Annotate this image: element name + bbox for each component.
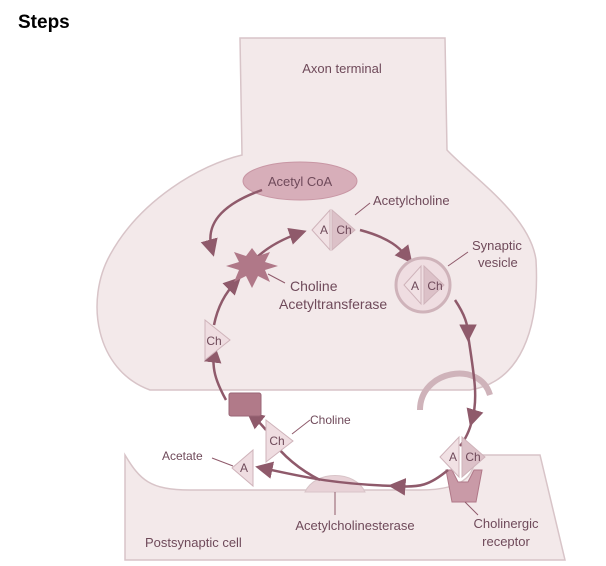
acetyl-coa-ellipse [242, 161, 358, 201]
mol-ch-label: Ch [336, 223, 351, 237]
choline-molecule-cleft: Ch [265, 418, 294, 464]
mol-ch-label: Ch [465, 450, 480, 464]
choline-label: Choline [310, 413, 351, 427]
acetylcholine-label: Acetylcholine [373, 193, 450, 208]
cycle-arrow-enzyme-to-ach [255, 228, 307, 259]
enzyme-leader-line [267, 273, 286, 284]
choline-leader-line [291, 419, 311, 435]
axon-terminal-shape [96, 37, 538, 391]
cycle-arrow-ch-to-enzyme [212, 277, 241, 326]
acetate-molecule: A [231, 448, 254, 488]
acetylcholinesterase-label: Acetylcholinesterase [295, 518, 414, 533]
choline-transporter [228, 392, 262, 417]
cholinergic-receptor-label-1: Cholinergic [473, 516, 539, 531]
cycle-arrow-icon [359, 228, 413, 264]
mol-a-label: A [240, 461, 248, 475]
enzyme-burst-icon [226, 248, 278, 288]
synaptic-vesicle-label-2: vesicle [478, 255, 518, 270]
choline-acetyltransferase-label-1: Choline [290, 278, 338, 294]
receptor-leader-line [464, 501, 479, 516]
choline-acetyltransferase-label-2: Acetyltransferase [279, 296, 387, 312]
acetate-label: Acetate [162, 449, 203, 463]
synaptic-vesicle-label-1: Synaptic [472, 238, 522, 253]
vesicle-leader-line [447, 251, 469, 267]
cycle-arrow-choline-up [246, 411, 267, 431]
vesicle-fusion-arc [417, 370, 493, 411]
mol-a-label: A [320, 223, 328, 237]
acetylcholine-leader-line [354, 202, 371, 216]
postsynaptic-cell-label: Postsynaptic cell [145, 535, 242, 550]
mol-ch-label: Ch [206, 334, 221, 348]
choline-molecule-left: Ch [204, 318, 231, 362]
cycle-arrow-receptor-to-esterase [388, 469, 449, 496]
mol-ch-label: Ch [427, 279, 442, 293]
axon-terminal-label: Axon terminal [302, 61, 382, 76]
mol-a-label: A [411, 279, 419, 293]
synaptic-vesicle [394, 256, 452, 314]
acetate-leader-line [211, 457, 234, 467]
mol-a-label: A [449, 450, 457, 464]
acetyl-coa-label: Acetyl CoA [268, 174, 333, 189]
cycle-arrow-to-receptor [459, 419, 474, 447]
cholinergic-receptor-label-2: receptor [482, 534, 530, 549]
cycle-arrow-left-up [204, 345, 228, 401]
page-title: Steps [18, 12, 70, 33]
acetylcholine-molecule-top: A Ch [311, 208, 356, 252]
receptor-icon [445, 469, 483, 503]
arrow-acetylcoa-to-enzyme [200, 188, 263, 257]
mol-ch-label: Ch [269, 434, 284, 448]
cycle-arrow-vesicle-down [453, 299, 477, 342]
acetylcholine-molecule-receptor: A Ch [439, 435, 486, 479]
acetylcholine-molecule-vesicle: A Ch [403, 264, 445, 306]
cycle-arrow-release [466, 334, 484, 427]
